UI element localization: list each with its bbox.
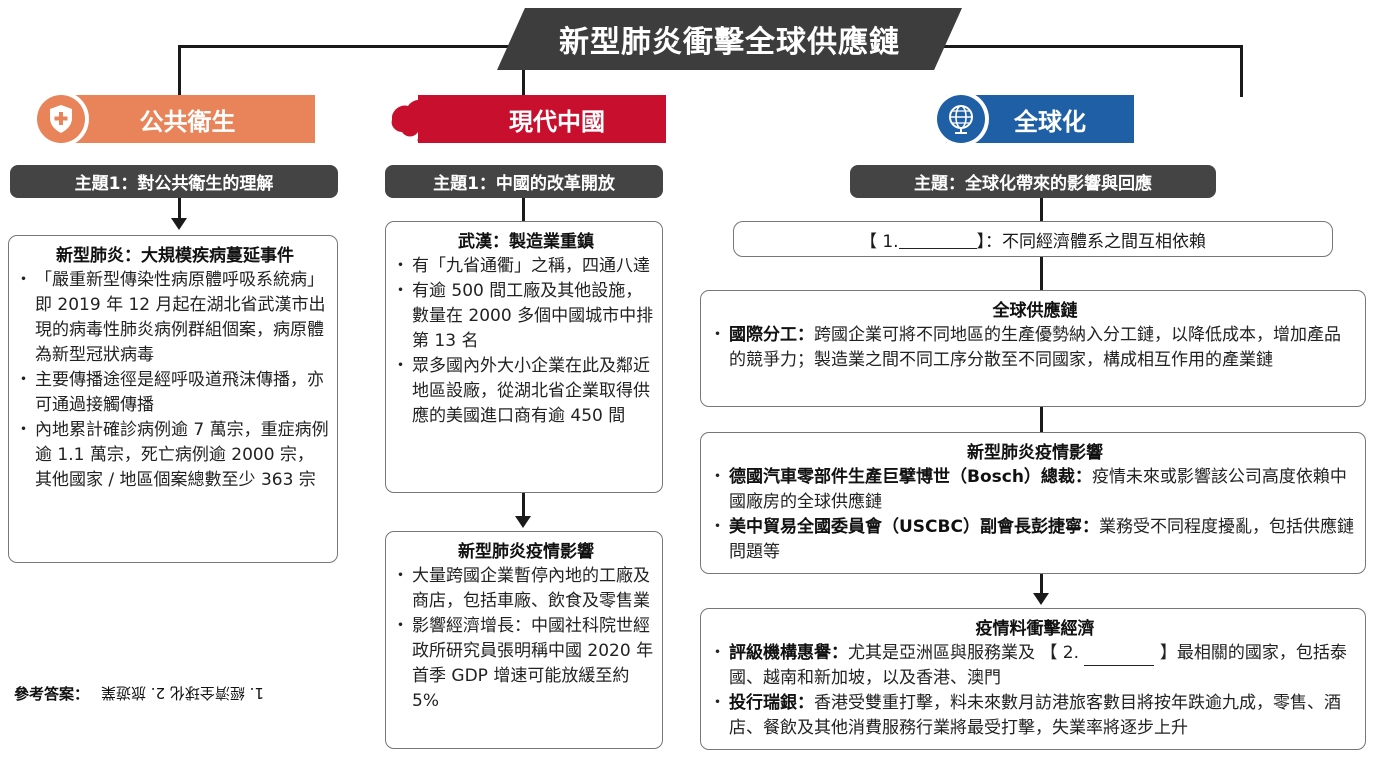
answer-blank-2 xyxy=(1084,647,1155,666)
definition-suffix: 】：不同經濟體系之間互相依賴 xyxy=(976,231,1207,252)
theme-public-health: 主題1：對公共衛生的理解 xyxy=(10,165,338,198)
answer-label: 參考答案： xyxy=(14,685,90,703)
bullet-lead: 國際分工： xyxy=(729,325,814,345)
left-drop xyxy=(178,45,181,97)
bullet: 投行瑞銀：香港受雙重打擊，料未來數月訪港旅客數目將按年跌逾九成，零售、酒店、餐飲… xyxy=(709,691,1355,741)
definition-prefix: 【 1. xyxy=(859,231,899,252)
china-map-icon xyxy=(386,91,442,147)
box-title: 新型肺炎：大規模疾病蔓延事件 xyxy=(56,246,294,266)
gl-arrow-line xyxy=(1040,573,1043,595)
globe-icon xyxy=(933,91,989,147)
gl-arrow-head xyxy=(1033,593,1049,605)
category-label: 公共衛生 xyxy=(139,107,236,136)
mc-line-1 xyxy=(522,198,525,222)
right-drop xyxy=(1240,45,1243,97)
bullet-text: 跨國企業可將不同地區的生產優勢納入分工鏈，以降低成本，增加產品的競爭力；製造業之… xyxy=(729,325,1341,370)
answer-blank-1 xyxy=(898,230,977,249)
mc-impact-box: 新型肺炎疫情影響 大量跨國企業暫停內地的工廠及商店，包括車廠、飲食及零售業 影響… xyxy=(385,531,663,749)
bullet: 大量跨國企業暫停內地的工廠及商店，包括車廠、飲食及零售業 xyxy=(392,564,654,614)
gl-economy-box: 疫情料衝擊經濟 評級機構惠譽：尤其是亞洲區與服務業及 【 2. 】最相關的國家，… xyxy=(700,608,1366,750)
ph-outbreak-box: 新型肺炎：大規模疾病蔓延事件 「嚴重新型傳染性病原體呼吸系統病」即 2019 年… xyxy=(8,235,338,563)
bullet-text: 香港受雙重打擊，料未來數月訪港旅客數目將按年跌逾九成，零售、酒店、餐飲及其他消費… xyxy=(729,693,1341,738)
answer-text-upside-down: 1. 經濟全球化 2. 旅遊業 xyxy=(101,684,264,702)
bullet: 德國汽車零部件生產巨擘博世（Bosch）總裁：疫情未來或影響該公司高度依賴中國廠… xyxy=(709,465,1355,515)
gl-line-2 xyxy=(1040,256,1043,290)
box-title: 全球供應鏈 xyxy=(992,301,1078,321)
bullet: 眾多國內外大小企業在此及鄰近地區設廠，從湖北省企業取得供應的美國進口商有逾 45… xyxy=(392,354,654,429)
bullet: 「嚴重新型傳染性病原體呼吸系統病」即 2019 年 12 月起在湖北省武漢市出現… xyxy=(15,268,329,368)
mc-wuhan-box: 武漢：製造業重鎮 有「九省通衢」之稱，四通八達 有逾 500 間工廠及其他設施，… xyxy=(385,221,663,493)
gl-supply-chain-box: 全球供應鏈 國際分工：跨國企業可將不同地區的生產優勢納入分工鏈，以降低成本，增加… xyxy=(700,290,1366,407)
stethoscope-shield-icon xyxy=(33,91,89,147)
bullet-text: 尤其是亞洲區與服務業及 【 2. xyxy=(848,643,1085,663)
bullet-lead: 投行瑞銀： xyxy=(729,693,814,713)
mc-arrow-head xyxy=(515,516,531,528)
bullet: 主要傳播途徑是經呼吸道飛沫傳播，亦可通過接觸傳播 xyxy=(15,368,329,418)
box-title: 武漢：製造業重鎮 xyxy=(458,232,594,252)
mid-drop xyxy=(522,45,525,97)
ph-arrow-line xyxy=(178,198,181,220)
category-label: 全球化 xyxy=(1014,107,1086,136)
bullet: 評級機構惠譽：尤其是亞洲區與服務業及 【 2. 】最相關的國家，包括泰國、越南和… xyxy=(709,641,1355,691)
theme-globalization: 主題：全球化帶來的影響與回應 xyxy=(850,165,1216,198)
diagram-title: 新型肺炎衝擊全球供應鏈 xyxy=(497,8,962,70)
box-title: 疫情料衝擊經濟 xyxy=(975,619,1095,639)
bullet: 內地累計確診病例逾 7 萬宗，重症病例逾 1.1 萬宗，死亡病例逾 2000 宗… xyxy=(15,418,329,493)
gl-impact-box: 新型肺炎疫情影響 德國汽車零部件生產巨擘博世（Bosch）總裁：疫情未來或影響該… xyxy=(700,432,1366,574)
bullet-lead: 評級機構惠譽： xyxy=(729,643,848,663)
gl-definition-box: 【 1. 】：不同經濟體系之間互相依賴 xyxy=(733,221,1333,257)
box-title: 新型肺炎疫情影響 xyxy=(458,542,594,562)
ph-arrow-head xyxy=(171,218,187,230)
category-modern-china: 現代中國 xyxy=(418,95,666,143)
bullet-text: 】最相關的國家，包括泰國、越南和新加坡，以及香港、澳門 xyxy=(729,643,1347,688)
bullet: 影響經濟增長：中國社科院世經政所研究員張明稱中國 2020 年首季 GDP 增速… xyxy=(392,614,654,714)
bullet: 有逾 500 間工廠及其他設施，數量在 2000 多個中國城市中排第 13 名 xyxy=(392,279,654,354)
bullet: 有「九省通衢」之稱，四通八達 xyxy=(392,254,654,279)
gl-line-3 xyxy=(1040,406,1043,432)
bullet-lead: 美中貿易全國委員會（USCBC）副會長彭捷寧： xyxy=(729,517,1099,537)
answer-key: 參考答案： 1. 經濟全球化 2. 旅遊業 xyxy=(14,683,264,704)
category-public-health: 公共衛生 xyxy=(70,95,315,143)
theme-modern-china: 主題1：中國的改革開放 xyxy=(385,165,663,198)
bullet-text: 疫情未來或影響該公司高度依賴中國廠房的全球供應鏈 xyxy=(729,467,1347,512)
bullet-lead: 德國汽車零部件生產巨擘博世（Bosch）總裁： xyxy=(729,467,1092,487)
box-title: 新型肺炎疫情影響 xyxy=(967,443,1103,463)
category-label: 現代中國 xyxy=(509,107,605,136)
bullet: 國際分工：跨國企業可將不同地區的生產優勢納入分工鏈，以降低成本，增加產品的競爭力… xyxy=(709,323,1355,373)
bullet: 美中貿易全國委員會（USCBC）副會長彭捷寧：業務受不同程度擾亂，包括供應鏈問題… xyxy=(709,515,1355,565)
mc-arrow-line xyxy=(522,492,525,518)
gl-line-1 xyxy=(1040,198,1043,222)
bullet-text: 業務受不同程度擾亂，包括供應鏈問題等 xyxy=(729,517,1354,562)
